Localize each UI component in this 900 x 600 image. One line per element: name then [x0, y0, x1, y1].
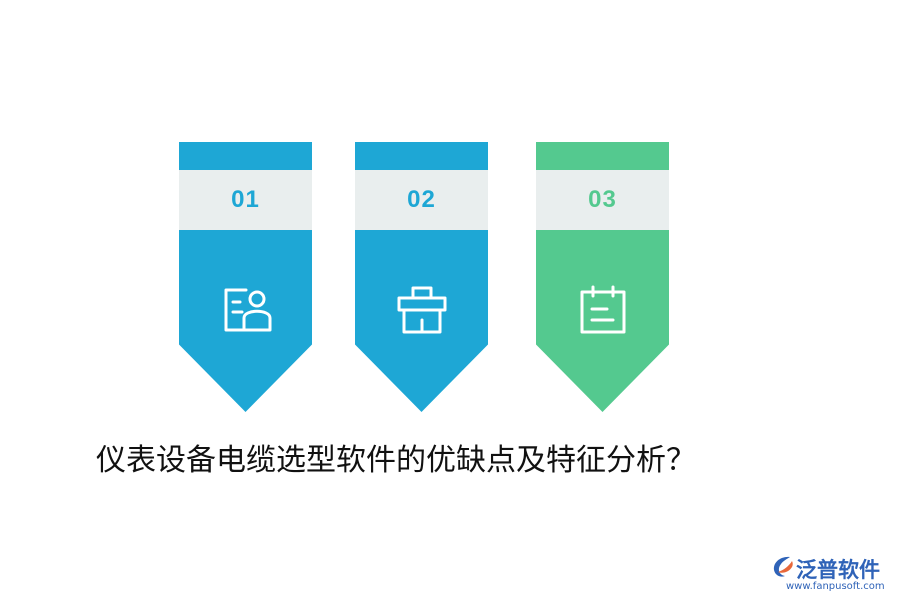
brand-watermark: 泛普软件 www.fanpusoft.com — [770, 550, 895, 596]
step-card-01-number: 01 — [231, 186, 260, 213]
step-card-03: 03 — [536, 142, 669, 412]
brand-name: 泛普软件 — [796, 558, 880, 582]
step-card-01: 01 — [179, 142, 312, 412]
step-card-03-number: 03 — [588, 186, 617, 213]
brand-url: www.fanpusoft.com — [786, 581, 885, 592]
brand-logo-icon — [773, 556, 793, 577]
step-card-02-number: 02 — [407, 186, 436, 213]
step-card-01-band — [179, 170, 312, 230]
id-card-icon — [224, 288, 272, 332]
page-title: 仪表设备电缆选型软件的优缺点及特征分析？ — [96, 443, 696, 478]
step-card-03-band — [536, 170, 669, 230]
gift-box-icon — [397, 286, 447, 334]
step-card-02-band — [355, 170, 488, 230]
calendar-icon — [580, 285, 626, 334]
step-card-02: 02 — [355, 142, 488, 412]
